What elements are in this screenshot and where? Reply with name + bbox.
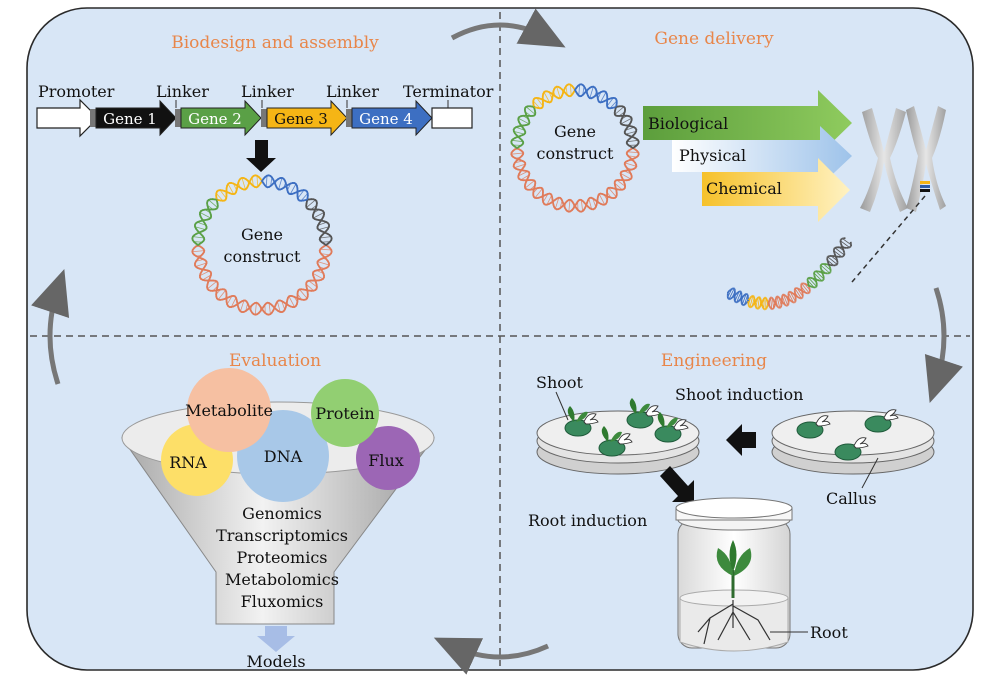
- gene-label: Gene 3: [274, 110, 328, 128]
- linker-block: [175, 109, 181, 127]
- omics-transcriptomics: Transcriptomics: [216, 526, 348, 545]
- linker-block: [346, 109, 352, 127]
- molecule-protein: [311, 379, 379, 447]
- panel-evaluation: Evaluation Metabolite Protein RNA DNA Fl…: [121, 351, 435, 671]
- down-arrow: [246, 140, 276, 172]
- method-chemical: Chemical: [706, 179, 782, 198]
- plasmid-ring-2: [510, 83, 640, 213]
- molecule-metabolite: [187, 368, 271, 452]
- insertion-line: [851, 195, 926, 283]
- models-arrow: [257, 626, 295, 652]
- cycle-arrow-left: [31, 269, 70, 385]
- panel-title-evaluation: Evaluation: [229, 351, 321, 371]
- linker-label-1: Linker: [156, 82, 209, 101]
- biological-arrow: [643, 90, 852, 156]
- omics-proteomics: Proteomics: [236, 548, 327, 567]
- shoot-plantlets: [564, 398, 689, 457]
- linker-label-3: Linker: [326, 82, 379, 101]
- molecule-flux: [356, 426, 420, 490]
- callus-pointer: [861, 457, 879, 489]
- linker-label-2: Linker: [241, 82, 294, 101]
- terminator-box: [431, 107, 473, 129]
- gene-arrow: [95, 99, 177, 137]
- gene-row: Gene 1 Gene 2 Gene 3 Gene 4: [90, 99, 433, 137]
- panel-engineering: Engineering Shoot Shoot induction Callus…: [528, 351, 935, 652]
- promoter-label: Promoter: [38, 82, 115, 101]
- plasmid-ring-1: [191, 174, 333, 316]
- label-dna: DNA: [264, 447, 303, 466]
- method-physical: Physical: [679, 146, 746, 165]
- chromosome-left: [860, 108, 908, 212]
- omics-metabolomics: Metabolomics: [225, 570, 339, 589]
- gene-arrow: [266, 99, 348, 137]
- gene-label: Gene 4: [359, 110, 413, 128]
- label-root: Root: [810, 623, 848, 642]
- plantlet-in-jar: [697, 540, 771, 645]
- shoot-induction-arrow: [726, 424, 756, 456]
- gene-label: Gene 2: [188, 110, 242, 128]
- callus-tissues: [796, 409, 899, 461]
- panel-title-biodesign: Biodesign and assembly: [171, 33, 379, 53]
- label-shoot-induction: Shoot induction: [675, 385, 803, 404]
- panel-title-engineering: Engineering: [661, 351, 767, 371]
- label-metabolite: Metabolite: [185, 401, 273, 420]
- chromosome-right: [906, 106, 946, 212]
- panel-title-delivery: Gene delivery: [654, 29, 774, 49]
- shoot-pointer: [555, 391, 569, 421]
- gene-arrow: [180, 99, 262, 137]
- label-callus: Callus: [826, 489, 877, 508]
- cycle-arrow-bottom: [433, 637, 550, 675]
- linker-block: [261, 109, 267, 127]
- root-induction-arrow: [660, 466, 694, 502]
- petri-dish-callus: [771, 410, 935, 475]
- construct-label-1b: construct: [224, 247, 301, 266]
- label-flux: Flux: [368, 451, 404, 470]
- inserted-dna-strand: [726, 237, 853, 311]
- construct-label-2a: Gene: [554, 122, 596, 141]
- panel-delivery: Gene delivery Gene construct Biological …: [510, 29, 946, 311]
- method-biological: Biological: [648, 114, 728, 133]
- label-shoot: Shoot: [536, 373, 584, 392]
- gene-arrow: [351, 99, 433, 137]
- label-protein: Protein: [315, 404, 374, 423]
- label-models: Models: [246, 652, 305, 671]
- terminator-label: Terminator: [403, 82, 494, 101]
- label-root-induction: Root induction: [528, 511, 647, 530]
- construct-label-2b: construct: [537, 144, 614, 163]
- linker-block: [90, 109, 96, 127]
- cycle-arrow-top: [450, 8, 566, 48]
- physical-arrow: [672, 126, 852, 186]
- panel-biodesign: Biodesign and assembly Promoter Linker L…: [36, 33, 494, 316]
- gene-label: Gene 1: [103, 110, 157, 128]
- cycle-arrow-right: [924, 287, 963, 403]
- omics-fluxomics: Fluxomics: [241, 592, 324, 611]
- chemical-arrow: [702, 158, 850, 222]
- construct-label-1a: Gene: [241, 225, 283, 244]
- label-rna: RNA: [169, 453, 207, 472]
- promoter-arrow: [36, 98, 99, 138]
- omics-genomics: Genomics: [242, 504, 322, 523]
